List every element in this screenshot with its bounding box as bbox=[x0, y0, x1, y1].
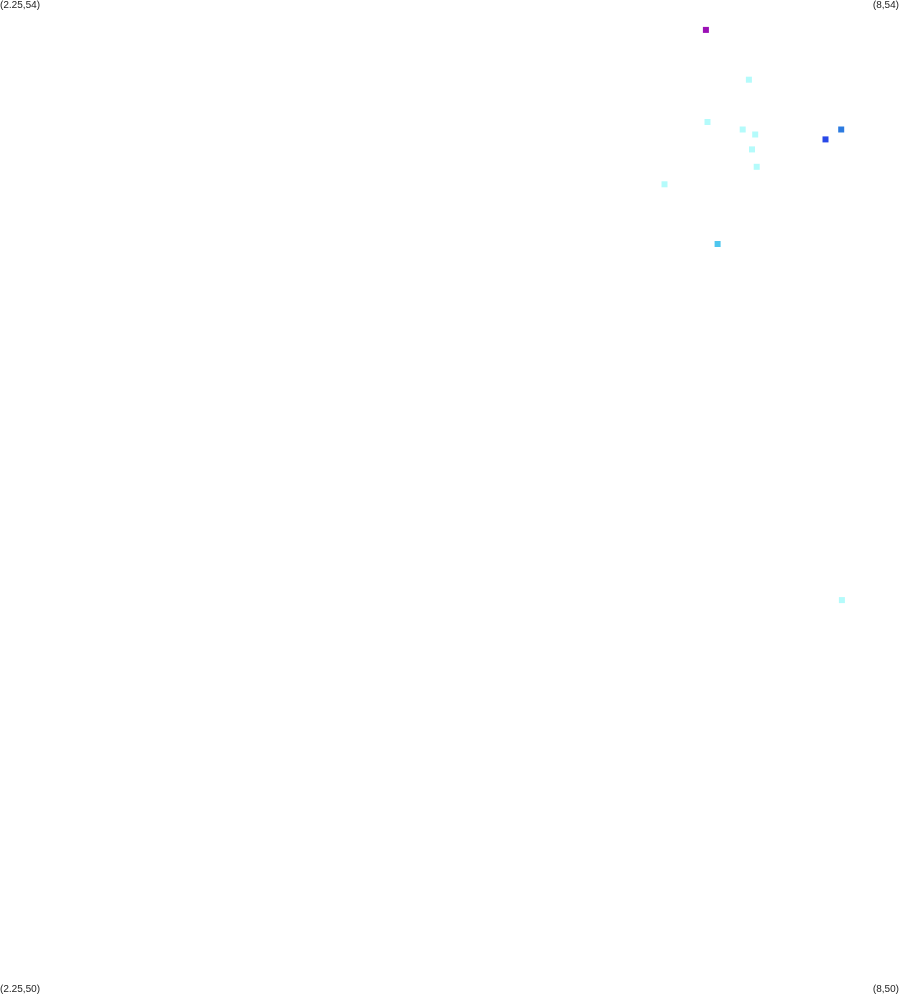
data-point-11 bbox=[714, 241, 721, 247]
data-point-9 bbox=[753, 163, 760, 170]
points-layer bbox=[661, 26, 845, 604]
data-point-12 bbox=[838, 597, 845, 604]
corner-label-bottom-right: (8,50) bbox=[872, 984, 899, 995]
data-point-7 bbox=[822, 136, 829, 143]
data-point-4 bbox=[739, 126, 746, 133]
data-point-1 bbox=[702, 26, 709, 33]
corner-label-top-left: (2.25,54) bbox=[0, 0, 41, 11]
data-point-5 bbox=[752, 131, 759, 138]
data-point-8 bbox=[749, 146, 755, 153]
data-point-2 bbox=[745, 76, 752, 83]
data-point-10 bbox=[661, 181, 668, 188]
data-point-3 bbox=[704, 119, 711, 125]
corner-label-top-right: (8,54) bbox=[872, 0, 899, 11]
data-point-6 bbox=[838, 126, 845, 133]
corner-label-bottom-left: (2.25,50) bbox=[0, 984, 41, 995]
